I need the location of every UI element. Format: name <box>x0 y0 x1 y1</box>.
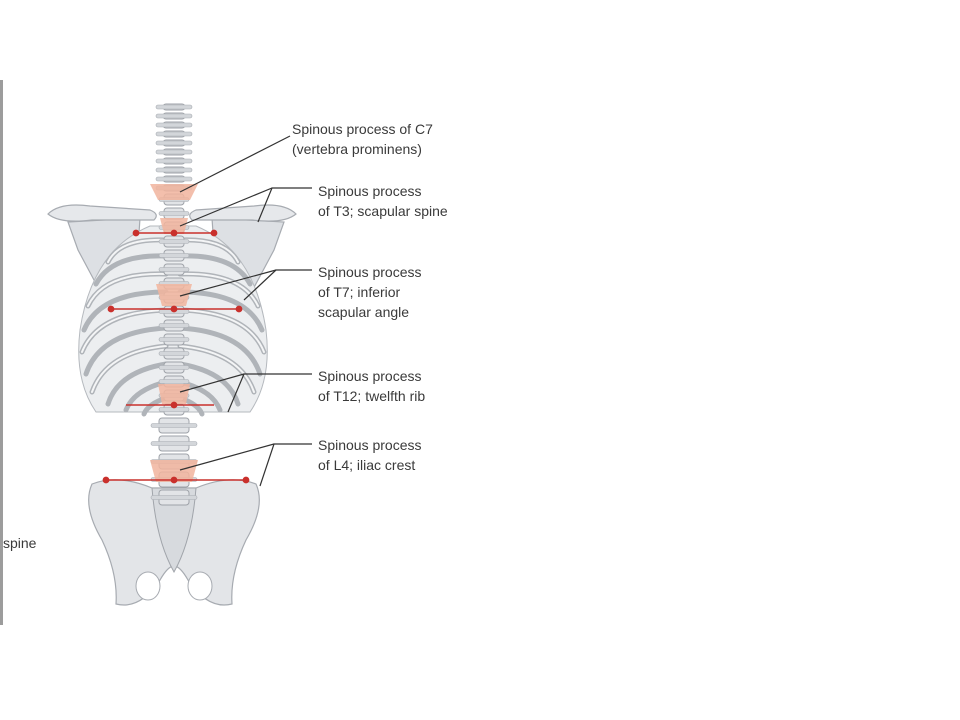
transverse-process <box>155 104 193 110</box>
transverse-process <box>158 337 190 342</box>
transverse-process <box>155 149 193 155</box>
highlight-c7 <box>150 184 198 200</box>
highlighted-spinous-processes <box>150 184 198 482</box>
leader-l4-spine <box>179 443 275 471</box>
label-t7-line-3: scapular angle <box>318 304 410 320</box>
transverse-process <box>150 441 198 446</box>
transverse-process <box>150 495 198 500</box>
transverse-process <box>155 176 193 182</box>
transverse-process <box>158 323 190 328</box>
rib-cage-outline <box>78 225 268 413</box>
transverse-process <box>150 423 198 428</box>
right-obturator <box>187 571 213 601</box>
label-t7: Spinous process of T7; inferior scapular… <box>318 262 422 322</box>
transverse-process <box>158 267 190 272</box>
label-l4-line-1: Spinous process <box>318 437 422 453</box>
t3-center-marker <box>170 229 178 237</box>
transverse-process <box>155 140 193 146</box>
highlight-t12 <box>158 384 190 404</box>
label-c7: Spinous process of C7 (vertebra prominen… <box>292 119 433 159</box>
transverse-process <box>158 239 190 244</box>
left-clavicle <box>47 204 157 222</box>
label-c7-line-2: (vertebra prominens) <box>292 141 422 157</box>
ribs-highlight <box>81 238 265 393</box>
transverse-process <box>155 167 193 173</box>
label-t3: Spinous process of T3; scapular spine <box>318 181 448 221</box>
transverse-process <box>155 113 193 119</box>
l4-center-marker <box>170 476 178 484</box>
label-t7-line-2: of T7; inferior <box>318 284 401 300</box>
reference-lines <box>102 229 250 484</box>
t3-left-marker <box>132 229 140 237</box>
t7-left-marker <box>107 305 115 313</box>
label-t3-line-1: Spinous process <box>318 183 422 199</box>
leader-t7-spine <box>179 269 277 297</box>
transverse-process <box>158 253 190 258</box>
transverse-process <box>158 379 190 384</box>
label-l4-line-2: of L4; iliac crest <box>318 457 416 473</box>
label-t7-line-1: Spinous process <box>318 264 422 280</box>
right-clavicle <box>189 204 297 222</box>
transverse-process <box>155 158 193 164</box>
leader-t3-spine <box>179 187 273 227</box>
label-t12: Spinous process of T12; twelfth rib <box>318 366 425 406</box>
label-side-line-1: spine <box>3 535 37 551</box>
label-t3-line-2: of T3; scapular spine <box>318 203 448 219</box>
transverse-process <box>158 351 190 356</box>
leader-c7 <box>179 135 291 193</box>
leader-t12-rib <box>227 373 312 413</box>
leader-lines <box>179 135 312 487</box>
left-obturator <box>135 571 161 601</box>
transverse-process <box>155 122 193 128</box>
label-t12-line-1: Spinous process <box>318 368 422 384</box>
leader-l4-crest <box>259 443 312 487</box>
t12-center-marker <box>170 401 178 409</box>
label-t12-line-2: of T12; twelfth rib <box>318 388 426 404</box>
leader-t7-scapula <box>243 269 312 301</box>
leader-t3-scapula <box>257 187 312 223</box>
leader-t12-spine <box>179 373 245 393</box>
highlight-t7 <box>156 284 192 306</box>
label-side-fragment: spine <box>3 533 36 553</box>
highlight-l4 <box>150 460 198 482</box>
sacrum <box>151 487 197 574</box>
label-l4: Spinous process of L4; iliac crest <box>318 435 422 475</box>
transverse-process <box>155 131 193 137</box>
l4-right-marker <box>242 476 250 484</box>
transverse-process <box>158 211 190 216</box>
t3-right-marker <box>210 229 218 237</box>
highlight-t3 <box>160 218 188 234</box>
t7-right-marker <box>235 305 243 313</box>
l4-left-marker <box>102 476 110 484</box>
label-c7-line-1: Spinous process of C7 <box>292 121 433 137</box>
left-edge-strip <box>0 80 3 625</box>
transverse-process <box>158 365 190 370</box>
t7-center-marker <box>170 305 178 313</box>
